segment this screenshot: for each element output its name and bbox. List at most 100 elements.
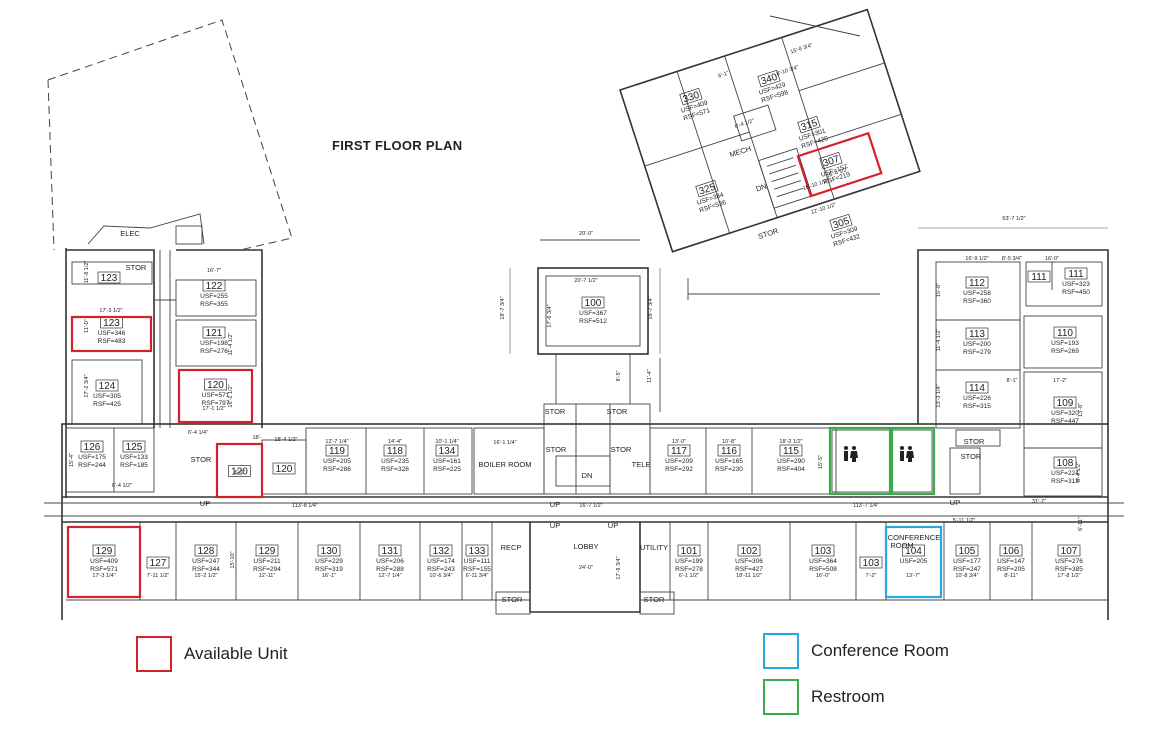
restroom-highlight[interactable] — [828, 426, 892, 496]
room-number: 129 — [96, 546, 113, 557]
dimension-label: 13'-8" — [1078, 403, 1084, 417]
space-label: STOR — [611, 445, 632, 454]
room-rsf: RSF=425 — [93, 401, 121, 408]
room-number: 305 — [832, 216, 852, 232]
room-120[interactable]: 120 — [272, 462, 296, 475]
room-number: 104 — [905, 546, 922, 557]
space-label: STOR — [502, 595, 523, 604]
dimension-label: 14'-4" — [388, 439, 402, 445]
room-number-box — [581, 296, 605, 309]
room-rsf: RSF=276 — [200, 348, 228, 355]
dimension-label: 15'-8" — [936, 283, 942, 297]
dimension-label: 15'-10" — [230, 551, 236, 568]
room-number-box — [1053, 326, 1077, 339]
room-number-box — [1064, 267, 1088, 280]
room-127[interactable]: 127 — [146, 556, 170, 569]
legend-swatch-restroom — [763, 679, 799, 715]
room-103[interactable]: 103 — [859, 556, 883, 569]
room-rsf: RSF=243 — [427, 566, 455, 573]
room-number: 125 — [126, 442, 143, 453]
restroom-icon — [844, 446, 858, 462]
wing-dimension: 8'-10 3/4" — [776, 65, 800, 78]
room-rsf: RSF=512 — [579, 318, 607, 325]
space-label: UP — [550, 500, 560, 509]
room-usf: USF=205 — [323, 458, 351, 465]
room-rsf: RSF=450 — [1062, 289, 1090, 296]
room-usf: USF=199 — [675, 558, 703, 565]
dimension-label: 31'-7" — [1032, 499, 1046, 505]
restroom-highlight[interactable] — [890, 426, 936, 496]
room-usf: USF=320 — [1051, 410, 1079, 417]
room-rsf: RSF=313 — [1051, 478, 1079, 485]
room-number-box — [204, 378, 227, 391]
room-usf: USF=174 — [427, 558, 455, 565]
room-usf: USF=133 — [120, 454, 148, 461]
room-usf: USF=229 — [315, 558, 343, 565]
room-123[interactable]: 123 — [97, 271, 121, 284]
conference-highlight — [884, 525, 943, 599]
legend-label: Conference Room — [811, 641, 949, 660]
room-number-box — [679, 87, 703, 106]
space-label: UP — [608, 521, 618, 530]
room-usf: USF=205 — [900, 558, 928, 565]
room-usf: USF=247 — [192, 558, 220, 565]
room-number: 106 — [1003, 546, 1020, 557]
dimension-label: 17'-6 3/4" — [547, 304, 553, 327]
room-number: 134 — [439, 446, 456, 457]
room-number-box — [435, 444, 459, 457]
room-120[interactable]: 120 — [215, 442, 264, 499]
room-111[interactable]: 111 — [1027, 270, 1051, 283]
room-number-box — [202, 326, 226, 339]
room-number-box — [92, 544, 116, 557]
room-rsf: RSF=269 — [1051, 348, 1079, 355]
room-number: 112 — [969, 278, 985, 289]
wing-dimension: 15'-8 3/4" — [790, 43, 814, 56]
room-number-box — [667, 444, 691, 457]
room-number-box — [378, 544, 402, 557]
room-usf: USF=306 — [735, 558, 763, 565]
dimension-label: 15'-2 1/2" — [194, 573, 217, 579]
